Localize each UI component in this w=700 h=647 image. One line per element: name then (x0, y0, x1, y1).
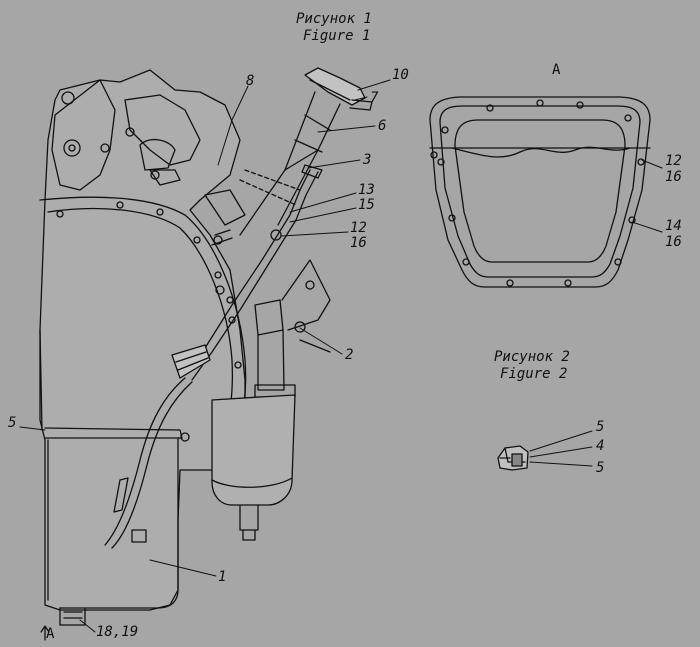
view-a-callout-14: 14 (665, 218, 682, 234)
callout-6: 6 (378, 118, 387, 134)
view-arrow-a-label: А (46, 626, 55, 642)
view-a-callout-16b: 16 (665, 234, 682, 250)
callout-13: 13 (358, 182, 375, 198)
oil-filter-assembly (211, 259, 331, 541)
callout-1: 1 (218, 569, 227, 585)
callout-10: 10 (392, 67, 409, 83)
callout-12: 12 (350, 220, 367, 236)
callout-3: 3 (363, 152, 372, 168)
view-arrow-a (40, 625, 50, 641)
callout-2: 2 (345, 347, 354, 363)
figure1-title-en: Figure 1 (303, 28, 371, 44)
callout-8: 8 (246, 73, 255, 89)
callout-16: 16 (350, 235, 367, 251)
filler-neck-assembly (104, 67, 373, 549)
view-a-callout-16a: 16 (665, 169, 682, 185)
callout-18-19: 18,19 (96, 624, 139, 640)
figure2-detail (497, 430, 593, 471)
fig2-callout-5a: 5 (596, 419, 605, 435)
figure2-title-ru: Рисунок 2 (494, 349, 570, 365)
callout-5: 5 (8, 415, 17, 431)
leader-lines-fig1 (19, 79, 391, 633)
callout-15: 15 (358, 197, 375, 213)
fig2-callout-5b: 5 (596, 460, 605, 476)
callout-7: 7 (370, 90, 379, 106)
view-a-callout-12: 12 (665, 153, 682, 169)
figure1-title-ru: Рисунок 1 (296, 11, 372, 27)
figure2-title-en: Figure 2 (500, 366, 568, 382)
view-a-label: А (552, 62, 561, 78)
fig2-callout-4: 4 (596, 438, 605, 454)
view-a-oil-pan (429, 96, 663, 288)
